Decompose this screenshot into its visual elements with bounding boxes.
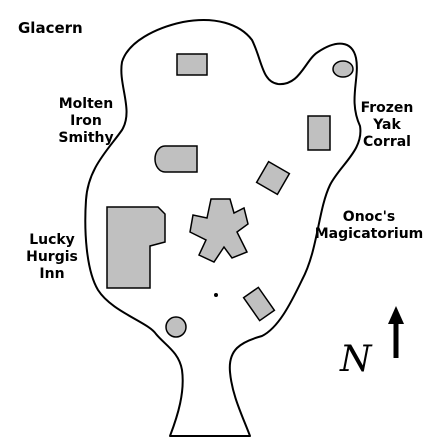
label-onocs-magicatorium: Onoc's Magicatorium bbox=[308, 209, 430, 243]
label-line: Magicatorium bbox=[314, 226, 424, 242]
building-frozen-yak-corral bbox=[307, 115, 331, 151]
label-line: Molten bbox=[58, 96, 114, 112]
label-line: Inn bbox=[39, 266, 65, 282]
map-title: Glacern bbox=[18, 20, 83, 37]
building-molten-iron-smithy bbox=[154, 145, 198, 173]
town-boundary bbox=[84, 19, 362, 437]
label-molten-iron-smithy: Molten Iron Smithy bbox=[56, 96, 116, 147]
building-east bbox=[255, 160, 291, 196]
building-north bbox=[176, 53, 208, 76]
label-line: Iron bbox=[70, 113, 102, 129]
building-southeast bbox=[242, 286, 276, 322]
compass-north-letter: N bbox=[340, 339, 372, 380]
center-marker bbox=[214, 293, 218, 297]
label-line: Corral bbox=[363, 134, 411, 150]
label-lucky-hurgis-inn: Lucky Hurgis Inn bbox=[24, 232, 80, 283]
north-arrow-icon bbox=[388, 306, 404, 358]
label-line: Lucky bbox=[29, 232, 75, 248]
label-line: Frozen bbox=[360, 100, 414, 116]
building-well-south bbox=[165, 316, 187, 338]
label-line: Onoc's bbox=[342, 209, 396, 225]
label-line: Hurgis bbox=[26, 249, 78, 265]
building-central-star bbox=[189, 198, 249, 263]
label-line: Yak bbox=[373, 117, 401, 133]
map-title-text: Glacern bbox=[18, 19, 83, 37]
label-line: Smithy bbox=[58, 130, 114, 146]
label-frozen-yak-corral: Frozen Yak Corral bbox=[357, 100, 417, 151]
building-lucky-hurgis-inn bbox=[106, 206, 166, 289]
building-well-northeast bbox=[332, 60, 354, 78]
